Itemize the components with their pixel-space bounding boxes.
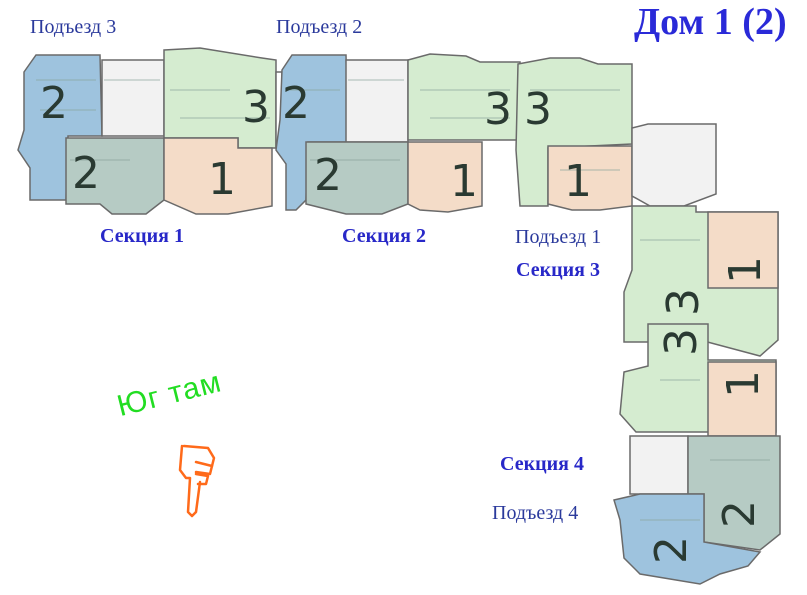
s3-corner-staircase	[631, 123, 717, 207]
s1-peach-apartment	[163, 137, 273, 215]
s3-green-mid-number: 3	[658, 288, 709, 316]
s1-blue-number: 2	[40, 78, 68, 129]
page-title: Дом 1 (2)	[634, 1, 787, 43]
s2-green-number: 3	[484, 84, 512, 135]
s3-green-low-number: 3	[656, 328, 707, 356]
s2-blue-apartment	[275, 54, 349, 211]
s3-green-top-number: 3	[524, 84, 552, 135]
section-3-label: Секция 3	[516, 259, 600, 281]
entrance-1-label: Подъезд 1	[515, 226, 602, 248]
s2-blue-number: 2	[282, 78, 310, 129]
s2-peach-apartment	[407, 141, 483, 213]
s1-staircase	[101, 59, 165, 137]
s4-blue-apartment	[613, 493, 762, 585]
section-2-label: Секция 2	[342, 225, 426, 247]
s3-peach-top-number: 1	[564, 156, 592, 207]
s2-grey-number: 2	[314, 150, 342, 201]
entrance-4-label: Подъезд 4	[492, 502, 579, 524]
s4-blue-number: 2	[646, 536, 697, 564]
s3-peach-low-number: 1	[718, 370, 769, 398]
s4-staircase	[629, 435, 689, 495]
s2-peach-number: 1	[450, 156, 478, 207]
s1-peach-number: 1	[208, 154, 236, 205]
s3-peach-right-number: 1	[720, 256, 771, 284]
entrance-2-label: Подъезд 2	[276, 16, 363, 38]
s3-peach-right-apartment	[707, 211, 779, 289]
entrance-3-label: Подъезд 3	[30, 16, 117, 38]
s2-staircase	[345, 59, 409, 143]
section-1-label: Секция 1	[100, 225, 184, 247]
section-4-label: Секция 4	[500, 453, 584, 475]
s1-green-number: 3	[242, 82, 270, 133]
s4-grey-number: 2	[714, 500, 765, 528]
s1-grey-number: 2	[72, 148, 100, 199]
pointing-hand-icon	[178, 444, 216, 518]
